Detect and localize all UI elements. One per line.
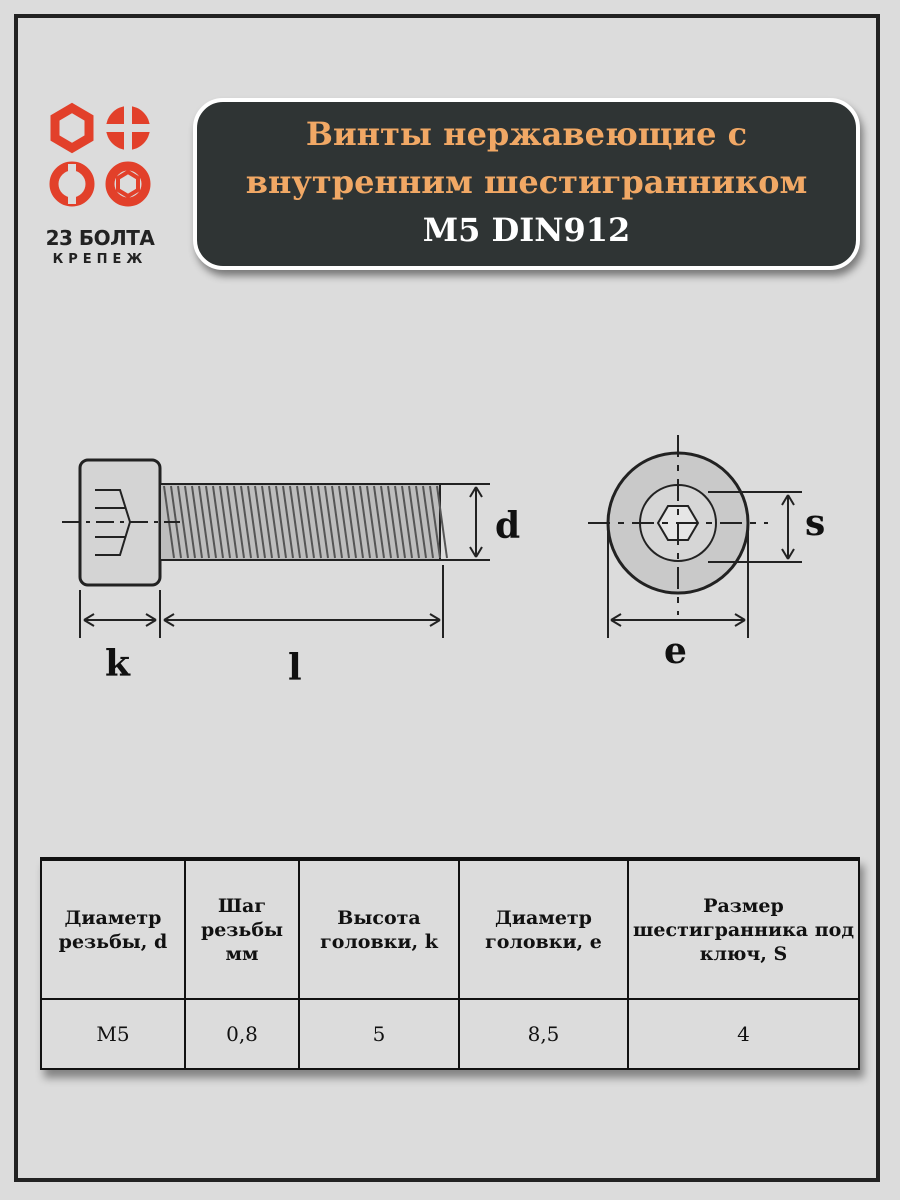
thread-line — [247, 485, 259, 559]
hex-nut-icon — [50, 102, 94, 154]
title-banner: Винты нержавеющие с внутренним шестигран… — [193, 98, 860, 270]
cell-thread-diameter: M5 — [40, 998, 186, 1070]
label-l: l — [288, 647, 302, 689]
thread-line — [177, 485, 189, 559]
spec-table: Диаметр резьбы, d Шаг резьбы мм Высота г… — [40, 857, 860, 1070]
thread-line — [205, 485, 217, 559]
thread-line — [261, 485, 273, 559]
table-row: M5 0,8 5 8,5 4 — [40, 998, 860, 1070]
table-header-row: Диаметр резьбы, d Шаг резьбы мм Высота г… — [40, 858, 860, 1000]
cell-head-diameter: 8,5 — [458, 998, 629, 1070]
screw-side-view — [62, 458, 490, 638]
label-d: d — [495, 505, 520, 547]
cell-thread-pitch: 0,8 — [184, 998, 300, 1070]
header-head-height: Высота головки, k — [298, 858, 460, 1000]
brand-logo — [49, 102, 152, 207]
brand-name: 23 БОЛТА — [45, 226, 155, 250]
thread-line — [282, 485, 294, 559]
thread-line — [233, 485, 245, 559]
thread-line — [394, 485, 406, 559]
thread-line — [324, 485, 336, 559]
header-hex-size: Размер шестигранника под ключ, S — [627, 858, 860, 1000]
thread-line — [303, 485, 315, 559]
thread-line — [429, 485, 441, 559]
thread-line — [422, 485, 434, 559]
title-line-1: Винты нержавеющие с — [305, 115, 748, 153]
thread-line — [219, 485, 231, 559]
thread-line — [268, 485, 280, 559]
thread-line — [310, 485, 322, 559]
thread-line — [275, 485, 287, 559]
thread-line — [387, 485, 399, 559]
thread-line — [359, 485, 371, 559]
thread-line — [254, 485, 266, 559]
label-e: e — [664, 630, 687, 672]
thread-line — [331, 485, 343, 559]
thread-line — [338, 485, 350, 559]
thread-line — [415, 485, 427, 559]
image-frame — [14, 14, 880, 1182]
cell-hex-size: 4 — [627, 998, 860, 1070]
thread-line — [184, 485, 196, 559]
thread-line — [352, 485, 364, 559]
thread-line — [289, 485, 301, 559]
cell-head-height: 5 — [298, 998, 460, 1070]
header-thread-pitch: Шаг резьбы мм — [184, 858, 300, 1000]
header-head-diameter: Диаметр головки, e — [458, 858, 629, 1000]
thread-line — [345, 485, 357, 559]
thread-line — [373, 485, 385, 559]
thread-line — [408, 485, 420, 559]
label-k: k — [105, 643, 131, 685]
thread-line — [212, 485, 224, 559]
thread-line — [198, 485, 210, 559]
screw-drawing: k l d s e — [62, 435, 825, 689]
label-s: s — [805, 502, 825, 544]
thread-line — [401, 485, 413, 559]
thread-line — [226, 485, 238, 559]
thread-line — [317, 485, 329, 559]
thread-line — [296, 485, 308, 559]
thread-line — [436, 485, 448, 559]
header-thread-diameter: Диаметр резьбы, d — [40, 858, 186, 1000]
brand-tagline: КРЕПЕЖ — [52, 252, 148, 267]
thread-line — [380, 485, 392, 559]
thread-line — [366, 485, 378, 559]
title-line-3: M5 DIN912 — [422, 211, 631, 249]
thread-line — [240, 485, 252, 559]
title-line-2: внутренним шестигранником — [245, 163, 808, 201]
screw-top-view — [588, 435, 802, 638]
thread-line — [191, 485, 203, 559]
